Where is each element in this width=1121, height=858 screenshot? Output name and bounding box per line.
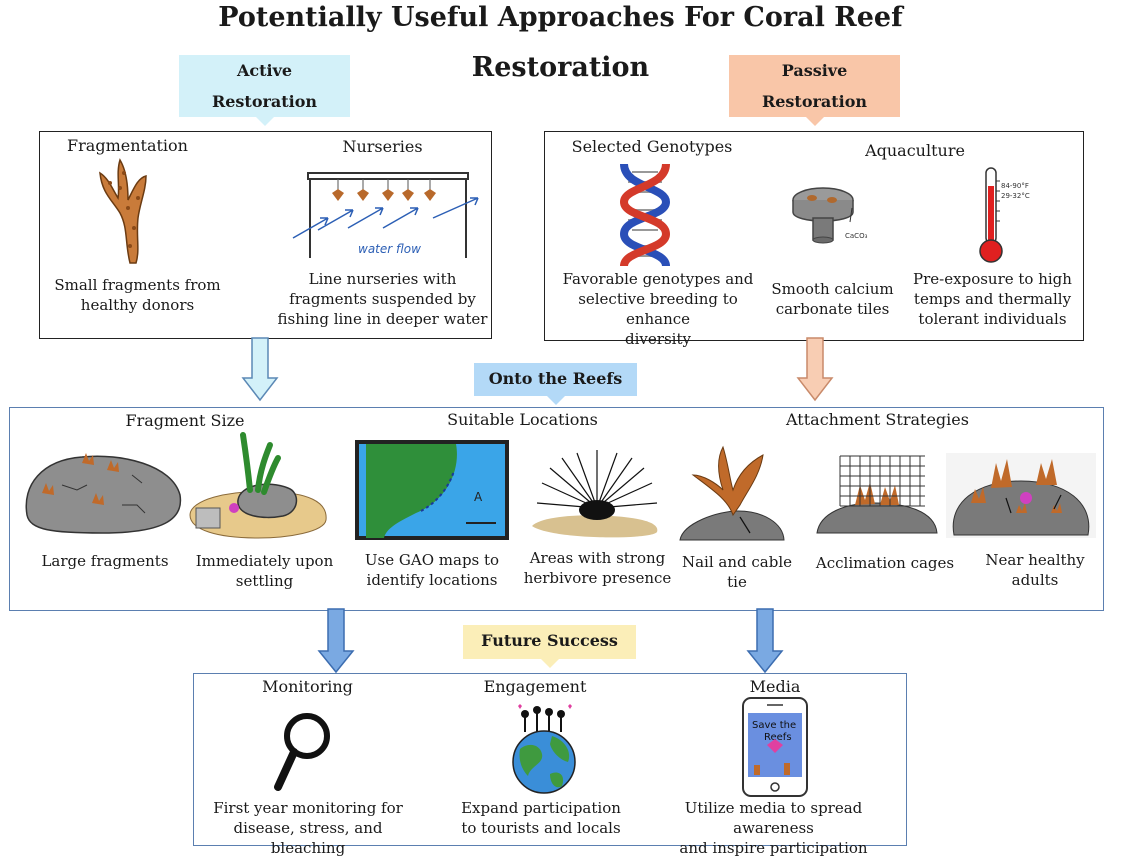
cage-icon [816, 455, 938, 534]
future-success-label: Future Success [463, 625, 636, 668]
reef-caption-herbivores: Areas with strong herbivore presence [520, 548, 675, 588]
monitoring-caption-line2: disease, stress, and bleaching [233, 819, 383, 857]
active-label-line2: Restoration [211, 92, 318, 111]
title-line1: Potentially Useful Approaches For Coral … [218, 2, 903, 33]
reef-caption-nail: Nail and cable tie [677, 552, 797, 592]
nurseries-caption: Line nurseries with fragments suspended … [275, 269, 490, 329]
reef-caption-line1: Areas with strong [529, 549, 666, 567]
temp-c-label: 29-32°C [1001, 192, 1030, 200]
nail-icon [679, 445, 785, 541]
engagement-caption-line1: Expand participation [461, 799, 621, 817]
active-restoration-box [39, 131, 492, 339]
urchin-icon [532, 450, 658, 538]
thermometer-icon: 84-90°F 29-32°C [979, 167, 1030, 263]
phone-save-text: Save the [752, 720, 796, 731]
map-icon: A [355, 440, 509, 540]
fragmentation-caption-line1: Small fragments from [54, 276, 221, 294]
fragmentation-caption: Small fragments from healthy donors [45, 275, 230, 315]
genotypes-caption-line2: selective breeding to enhance [578, 290, 738, 328]
phone-reefs-text: Reefs [764, 732, 792, 743]
healthy-adults-icon [946, 453, 1096, 538]
water-flow-label: water flow [358, 242, 421, 256]
reef-caption-cages: Acclimation cages [810, 553, 960, 573]
nurseries-heading: Nurseries [342, 137, 423, 156]
fragment-size-heading: Fragment Size [125, 411, 245, 430]
thermal-caption-line1: Pre-exposure to high [913, 270, 1072, 288]
globe-icon [512, 704, 576, 794]
media-caption-line1: Utilize media to spread awareness [684, 799, 863, 837]
reef-caption-line2: tie [727, 573, 747, 591]
media-caption-line2: and inspire participation [679, 839, 868, 857]
tile-icon: CaCO₃ [792, 187, 868, 244]
tile-caco3-label: CaCO₃ [845, 232, 868, 240]
nurseries-caption-line1: Line nurseries with [308, 270, 457, 288]
passive-label-line2: Restoration [761, 92, 868, 111]
reef-caption-line1: Near healthy [985, 551, 1085, 569]
active-restoration-label: Active Restoration [179, 55, 350, 126]
genotypes-caption-line1: Favorable genotypes and [562, 270, 754, 288]
phone-icon: Save the Reefs [742, 697, 808, 797]
passive-restoration-label: Passive Restoration [729, 55, 900, 126]
title-line2: Restoration [471, 52, 650, 83]
genotypes-caption: Favorable genotypes and selective breedi… [548, 269, 768, 349]
down-arrow-left [317, 608, 355, 674]
media-heading: Media [749, 677, 801, 696]
down-arrow-passive [796, 337, 834, 402]
dna-icon [619, 163, 671, 268]
line-nursery-icon: water flow [292, 172, 479, 258]
reef-caption-gao-maps: Use GAO maps to identify locations [357, 550, 507, 590]
engagement-heading: Engagement [483, 677, 587, 696]
future-success-text: Future Success [481, 631, 618, 650]
tiles-caption-line1: Smooth calcium [771, 280, 894, 298]
svg-text:A: A [474, 490, 483, 504]
reef-caption-line1: Large fragments [41, 552, 169, 570]
down-arrow-right [746, 608, 784, 674]
tiles-caption-line2: carbonate tiles [775, 300, 890, 318]
genotypes-caption-line3: diversity [625, 330, 691, 348]
reef-caption-line1: Nail and cable [681, 553, 793, 571]
monitoring-heading: Monitoring [262, 677, 353, 696]
thermal-caption-line2: temps and thermally [913, 290, 1072, 308]
onto-the-reefs-text: Onto the Reefs [488, 369, 623, 388]
monitoring-caption: First year monitoring for disease, stres… [198, 798, 418, 858]
engagement-caption: Expand participation to tourists and loc… [455, 798, 627, 838]
reef-caption-line1: Acclimation cages [815, 554, 955, 572]
engagement-caption-line2: to tourists and locals [461, 819, 621, 837]
reef-caption-settling: Immediately upon settling [192, 551, 337, 591]
fragmentation-caption-line2: healthy donors [80, 296, 195, 314]
nurseries-caption-line2: fragments suspended by [289, 290, 476, 308]
reef-caption-line2: identify locations [366, 571, 498, 589]
nurseries-caption-line3: fishing line in deeper water [277, 310, 488, 328]
reef-caption-large-fragments: Large fragments [30, 551, 180, 571]
reef-caption-healthy-adults: Near healthy adults [975, 550, 1095, 590]
monitoring-caption-line1: First year monitoring for [213, 799, 403, 817]
tiles-caption: Smooth calcium carbonate tiles [765, 279, 900, 319]
reef-caption-line2: settling [235, 572, 294, 590]
settling-icon [189, 432, 327, 539]
temp-f-label: 84-90°F [1001, 182, 1029, 190]
onto-the-reefs-label: Onto the Reefs [474, 363, 637, 405]
attachment-strategies-heading: Attachment Strategies [786, 410, 969, 429]
thermal-caption-line3: tolerant individuals [918, 310, 1067, 328]
reef-caption-line2: herbivore presence [523, 569, 672, 587]
coral-fragment-icon [99, 158, 147, 264]
fragmentation-heading: Fragmentation [67, 136, 188, 155]
thermal-caption: Pre-exposure to high temps and thermally… [905, 269, 1080, 329]
reef-caption-line1: Use GAO maps to [364, 551, 500, 569]
aquaculture-heading: Aquaculture [865, 141, 965, 160]
large-fragments-icon [25, 453, 182, 534]
passive-label-line1: Passive [781, 61, 848, 80]
suitable-locations-heading: Suitable Locations [447, 410, 598, 429]
media-caption: Utilize media to spread awareness and in… [646, 798, 901, 858]
down-arrow-active [241, 337, 279, 402]
reef-caption-line1: Immediately upon [195, 552, 334, 570]
genotypes-heading: Selected Genotypes [571, 137, 733, 156]
magnifier-icon [274, 713, 330, 791]
reef-caption-line2: adults [1011, 571, 1059, 589]
active-label-line1: Active [236, 61, 293, 80]
